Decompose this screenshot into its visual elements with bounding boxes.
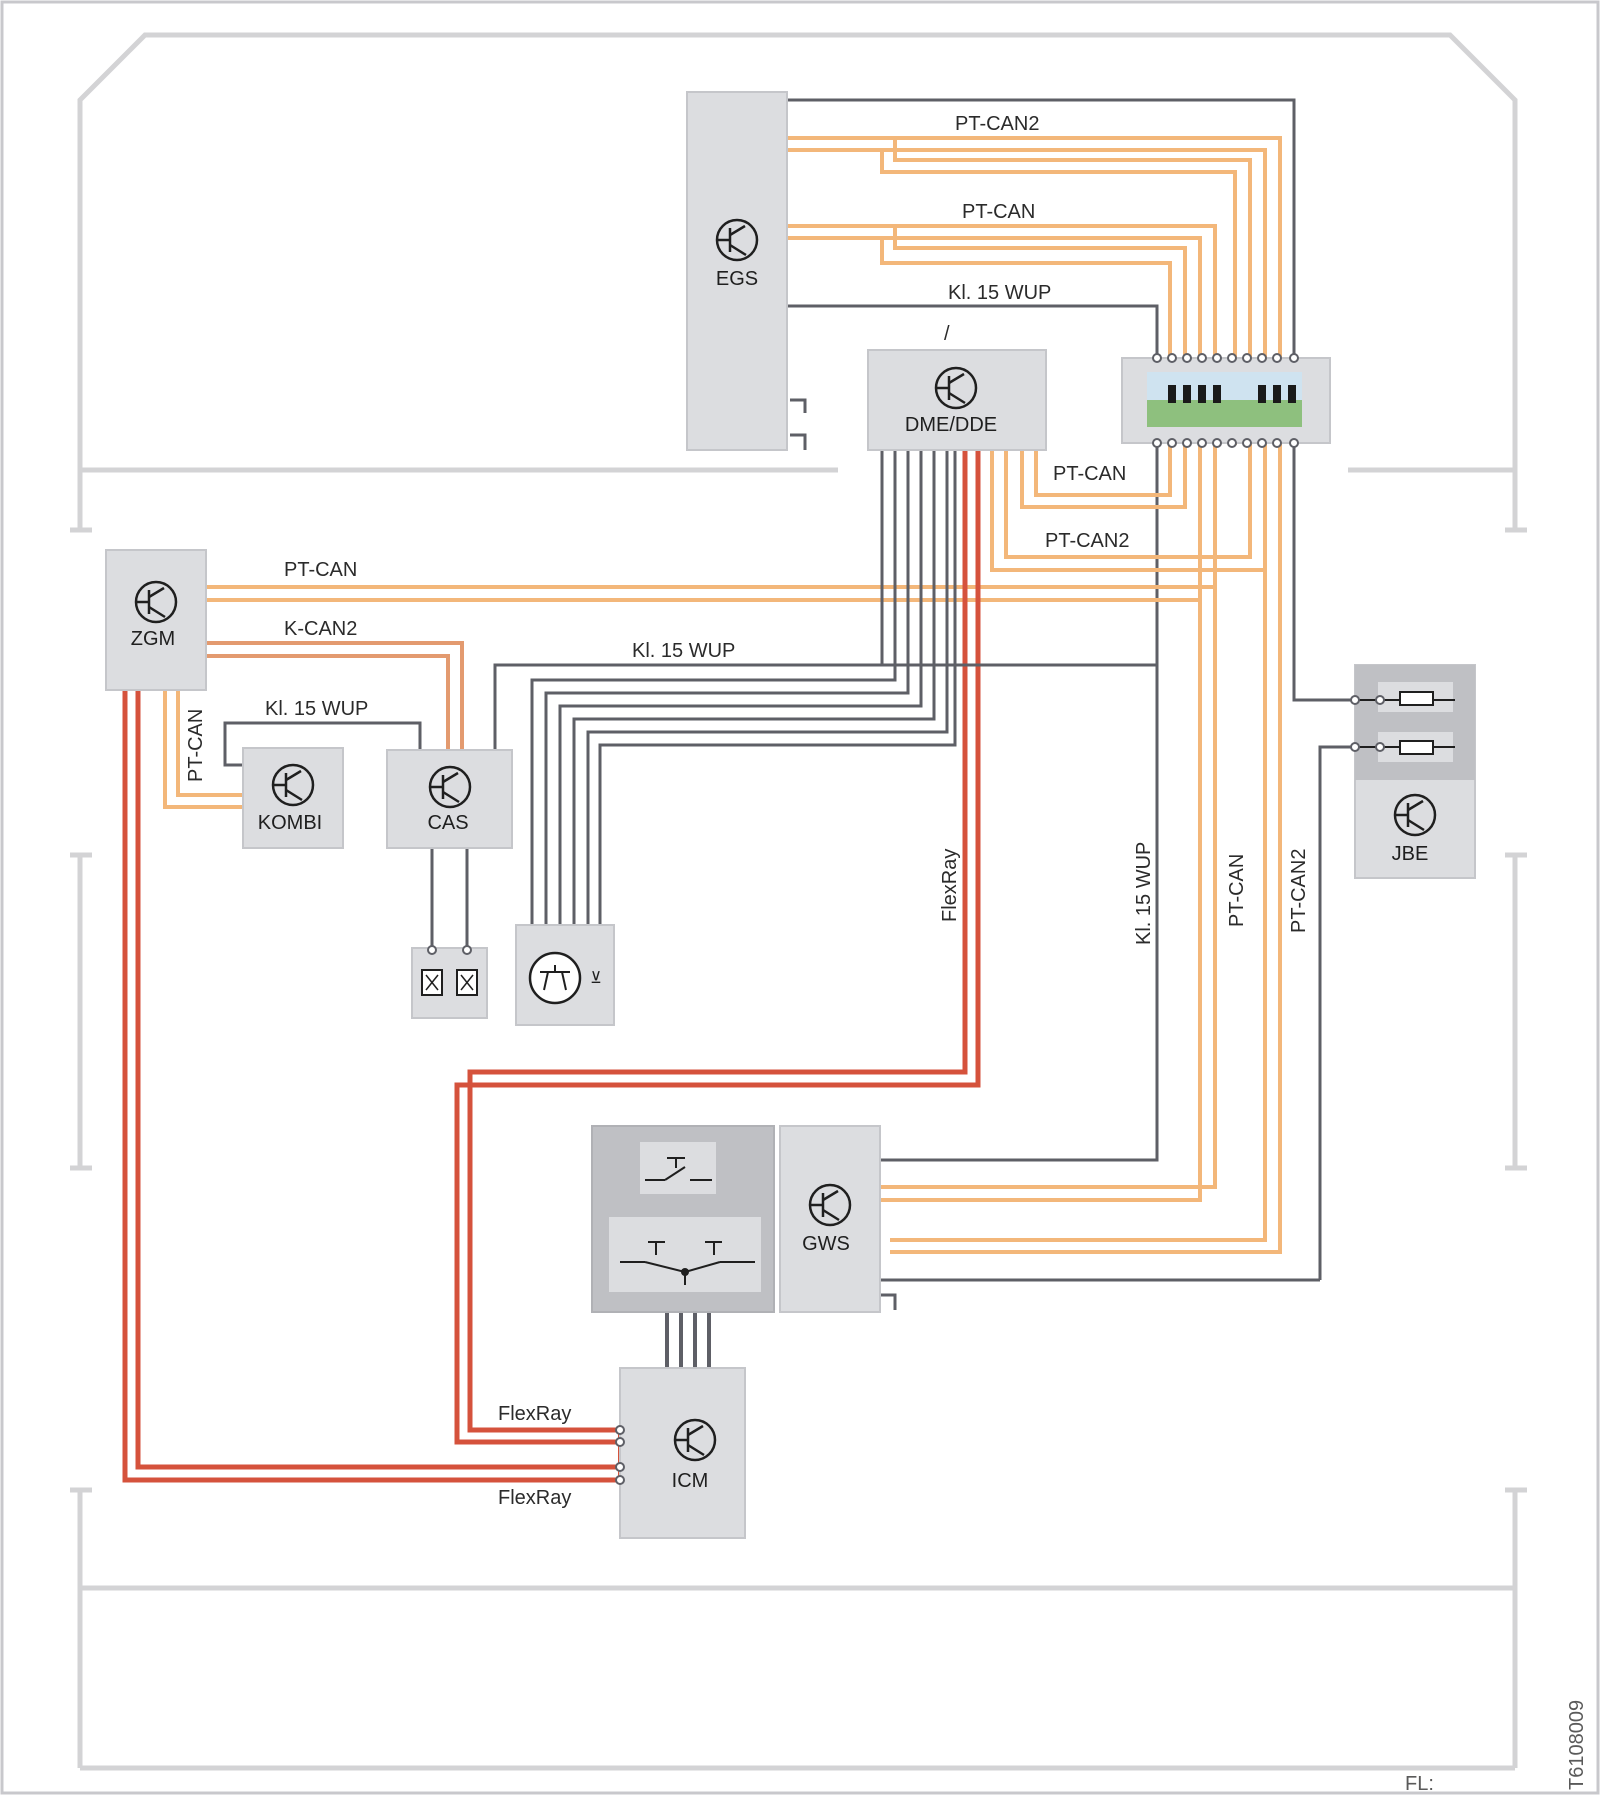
k-can2-zgm-label: K-CAN2 <box>284 618 357 640</box>
gws-pt-can-wires <box>880 445 1217 1202</box>
star-connector <box>1121 353 1331 448</box>
kombi-label: KOMBI <box>258 812 322 834</box>
kl15-gray-wires <box>223 663 1355 1282</box>
slash-label: / <box>944 323 950 345</box>
switch-pivot-icon <box>681 1268 689 1276</box>
transistor-icon <box>271 763 315 807</box>
zgm-flexray-wires <box>122 690 620 1483</box>
pt-can2-dme-label: PT-CAN2 <box>1045 530 1129 552</box>
jbe-terminals <box>1350 695 1385 752</box>
jbe-module: JBE <box>1350 664 1476 879</box>
pt-can2-egs-wires <box>787 136 1282 1254</box>
pt-can2-right-label: PT-CAN2 <box>1288 849 1310 933</box>
light-arrows-icon: ⊻ <box>590 970 602 987</box>
kl15-kombi-label: Kl. 15 WUP <box>265 698 368 720</box>
vehicle-outline <box>70 32 1527 1771</box>
kombi-module: KOMBI <box>242 747 344 849</box>
zgm-k-can2-wires <box>206 641 464 750</box>
kl15-mid-label: Kl. 15 WUP <box>632 640 735 662</box>
phototransistor-symbol <box>540 965 570 991</box>
relay-terminals <box>427 945 472 955</box>
kl15-vertical-label: Kl. 15 WUP <box>1133 842 1155 945</box>
connector-terminals <box>1152 353 1299 448</box>
icm-label: ICM <box>672 1470 709 1492</box>
flexray-vertical-label: FlexRay <box>939 849 961 922</box>
jbe-label: JBE <box>1392 843 1429 865</box>
zgm-label: ZGM <box>131 628 175 650</box>
dme-label: DME/DDE <box>905 414 997 436</box>
pt-can-vertical-label: PT-CAN <box>185 709 207 782</box>
flexray-icm-bottom-label: FlexRay <box>498 1487 571 1509</box>
dme-gray-wires <box>530 450 957 925</box>
dme-flexray-wires <box>454 450 981 1445</box>
icm-terminals <box>615 1425 625 1485</box>
transistor-icon <box>428 765 472 809</box>
pt-can-right-label: PT-CAN <box>1226 854 1248 927</box>
fl-label: FL: <box>1405 1773 1434 1795</box>
transistor-icon <box>808 1183 852 1227</box>
cas-switch-box <box>411 945 488 1019</box>
icm-module: ICM <box>615 1367 746 1539</box>
transistor-icon <box>715 218 759 262</box>
dme-pt-can-wires <box>990 445 1267 572</box>
zgm-module: ZGM <box>105 549 207 691</box>
sensor-module: ⊻ <box>515 924 615 1026</box>
zgm-pt-can-wires <box>163 585 1215 809</box>
connector-pins <box>1168 385 1296 403</box>
cas-label: CAS <box>427 812 468 834</box>
transistor-icon <box>673 1418 717 1462</box>
flexray-icm-top-label: FlexRay <box>498 1403 571 1425</box>
transistor-icon <box>934 366 978 410</box>
transistor-icon <box>1393 793 1437 837</box>
figure-id: T6108009 <box>1566 1700 1588 1790</box>
switch-icon <box>620 1157 755 1285</box>
pt-can-dme-label: PT-CAN <box>1053 463 1126 485</box>
gear-switch-block <box>591 1125 775 1313</box>
pt-can-top-label: PT-CAN <box>962 201 1035 223</box>
dme-module: DME/DDE <box>867 349 1047 451</box>
gws-label: GWS <box>802 1233 850 1255</box>
gws-module: GWS <box>779 1125 881 1313</box>
relay-cross-icon <box>425 974 474 991</box>
switch-icm-wires <box>665 1312 711 1368</box>
kl15-top-label: Kl. 15 WUP <box>948 282 1051 304</box>
phototransistor-icon <box>528 951 582 1005</box>
egs-label: EGS <box>716 268 758 290</box>
pt-can2-top-label: PT-CAN2 <box>955 113 1039 135</box>
transistor-icon <box>134 580 178 624</box>
pt-can-zgm-label: PT-CAN <box>284 559 357 581</box>
cas-module: CAS <box>386 749 513 849</box>
egs-module: EGS <box>686 91 788 451</box>
